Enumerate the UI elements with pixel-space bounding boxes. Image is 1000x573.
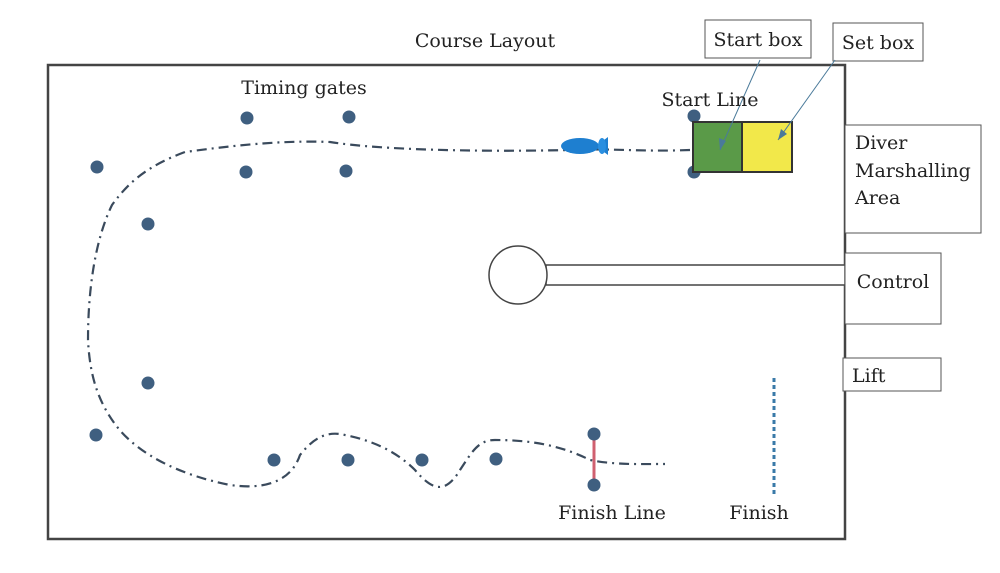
gate-marker	[415, 453, 429, 467]
set-box-callout-label: Set box	[842, 32, 915, 54]
gate-marker	[141, 376, 155, 390]
diver-marshalling-line-3: Area	[854, 187, 900, 209]
timing-gate-markers	[89, 109, 701, 467]
finish-line-marker	[587, 478, 601, 492]
gate-marker	[339, 164, 353, 178]
finish-line-label: Finish Line	[558, 502, 666, 524]
finish-label: Finish	[729, 502, 789, 524]
start-box-pointer	[719, 59, 761, 151]
diver-icon	[561, 137, 608, 155]
set-box	[741, 121, 793, 173]
control-label: Control	[857, 271, 929, 293]
start-line-label: Start Line	[662, 89, 759, 111]
start-box-pointer-arrow	[719, 138, 726, 150]
gate-marker	[489, 452, 503, 466]
control-box	[844, 252, 942, 325]
control-platform-icon	[488, 245, 846, 305]
gate-marker	[89, 428, 103, 442]
start-line-marker	[687, 109, 701, 123]
start-box-callout-label: Start box	[713, 29, 802, 51]
gate-marker	[240, 111, 254, 125]
gate-marker	[90, 160, 104, 174]
start-box	[692, 121, 743, 173]
set-box-pointer	[777, 59, 836, 141]
set-box-pointer-arrow	[778, 129, 787, 140]
finish-line-marker	[587, 427, 601, 441]
lift-label: Lift	[852, 365, 886, 387]
gate-marker	[141, 217, 155, 231]
gate-marker	[342, 110, 356, 124]
gate-marker	[267, 453, 281, 467]
diver-marshalling-line-2: Marshalling	[855, 160, 971, 182]
diagram-title: Course Layout	[415, 30, 556, 52]
diver-marshalling-box	[844, 124, 982, 234]
timing-gates-label: Timing gates	[241, 77, 366, 99]
set-box-callout	[832, 22, 924, 62]
gate-marker	[239, 165, 253, 179]
start-box-callout	[704, 19, 812, 59]
diver-marshalling-line-1: Diver	[855, 132, 908, 154]
lift-box	[842, 357, 942, 392]
gate-marker	[341, 453, 355, 467]
